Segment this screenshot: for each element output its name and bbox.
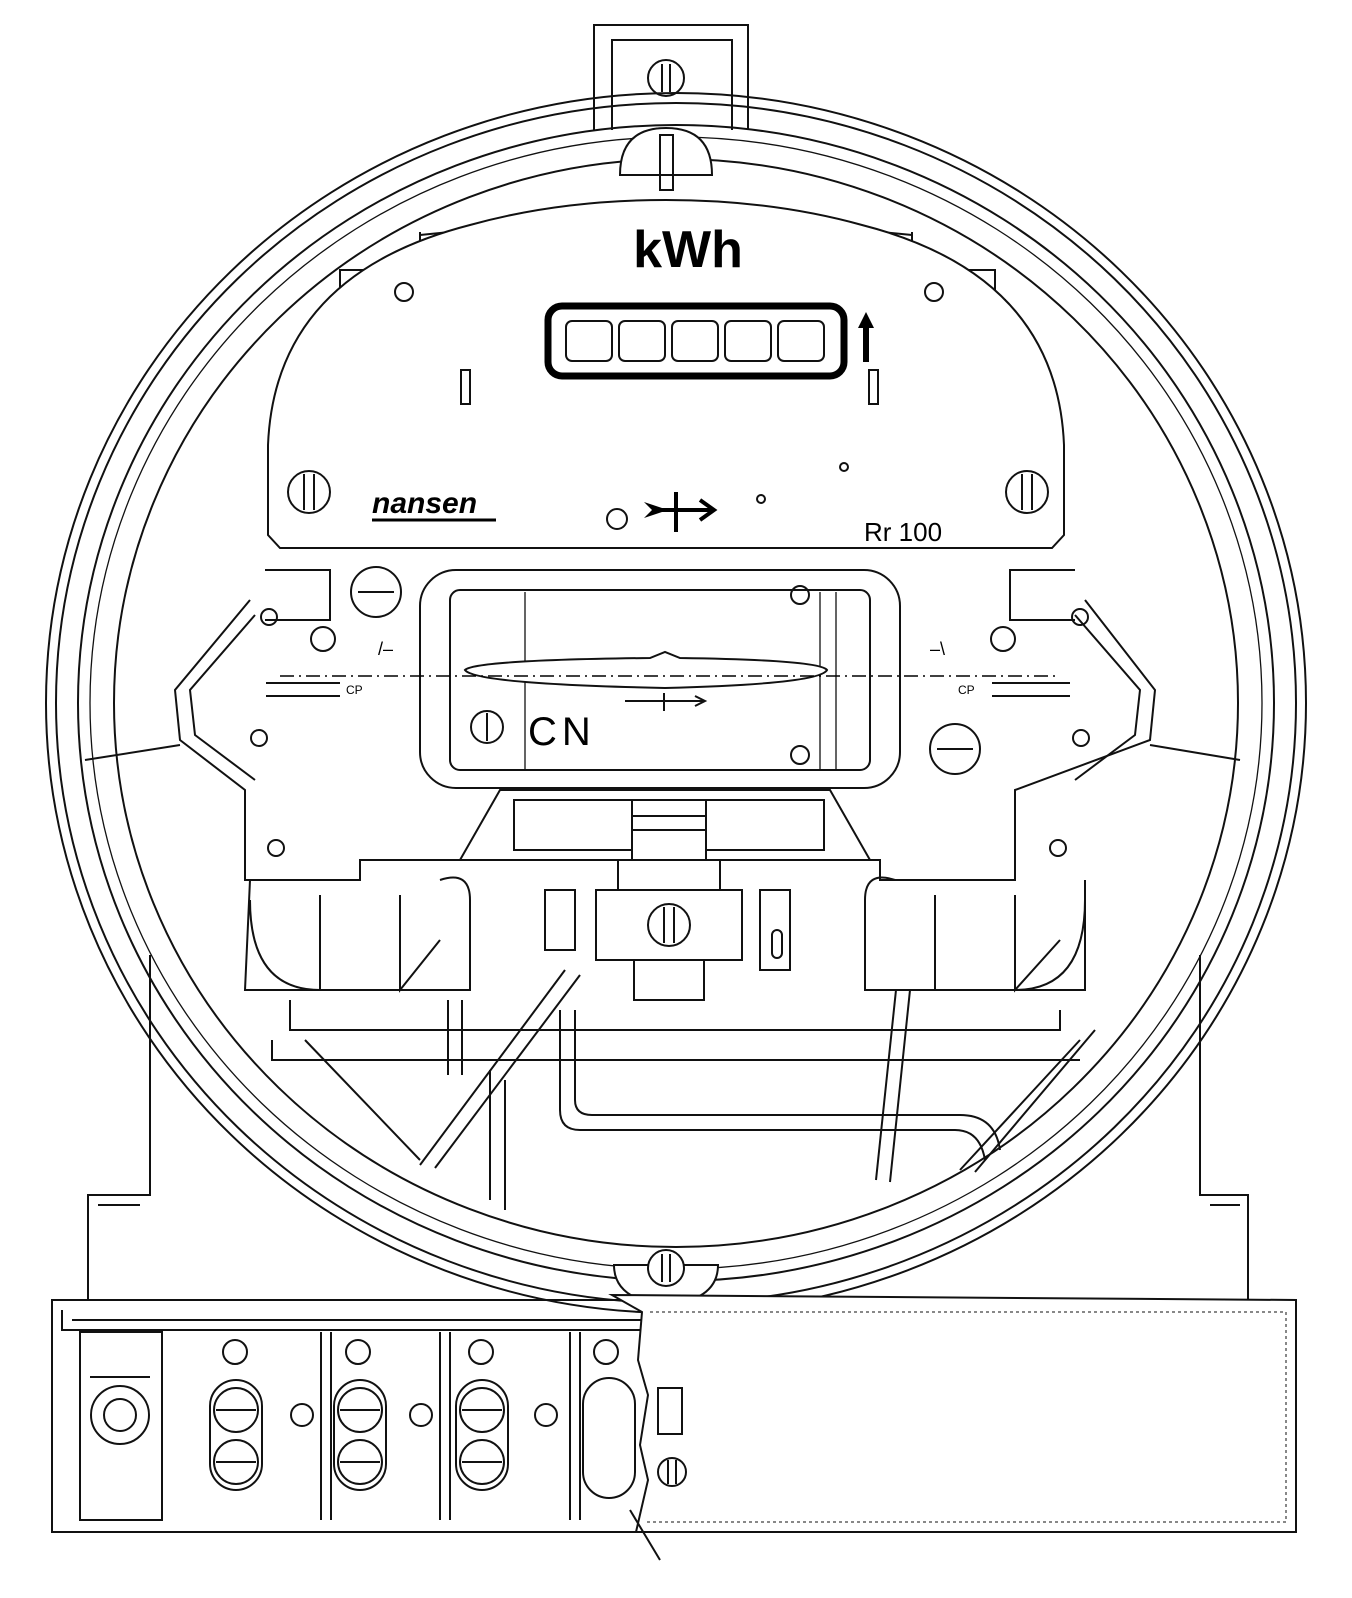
- meter-constant: Rr 100: [864, 517, 942, 547]
- top-ring-lug: [618, 126, 714, 191]
- terminal-2: [333, 1339, 433, 1491]
- terminal-1: [209, 1339, 314, 1491]
- rotor-mark: CN: [528, 710, 596, 754]
- up-arrow-icon: [858, 312, 874, 362]
- rotation-direction-icon: [644, 492, 718, 532]
- right-plate-screw: [1005, 470, 1049, 514]
- register-digit-4: [724, 320, 772, 362]
- terminal-4: [582, 1339, 636, 1499]
- nameplate: kWh nansen Rr 100: [267, 198, 1065, 549]
- unit-label: kWh: [633, 221, 743, 279]
- register-window: [544, 302, 848, 380]
- terminal-3: [455, 1339, 558, 1491]
- register-digit-1: [565, 320, 613, 362]
- meter-base: [87, 955, 1249, 1300]
- right-cp-label: CP: [958, 683, 975, 697]
- right-sign: –\: [930, 639, 945, 659]
- internal-wiring: [271, 969, 1096, 1210]
- top-mounting-tab: [593, 24, 749, 130]
- register-digit-5: [777, 320, 825, 362]
- rotor-assembly: CN CP CP /– –\: [250, 566, 1090, 857]
- left-plate-screw: [287, 470, 331, 514]
- brand-logo: nansen: [372, 487, 477, 520]
- terminal-block: [51, 1293, 1297, 1561]
- left-cp-label: CP: [346, 683, 363, 697]
- register-digits: [565, 320, 825, 362]
- register-digit-2: [618, 320, 666, 362]
- left-sign: /–: [378, 639, 393, 659]
- register-digit-3: [671, 320, 719, 362]
- lower-mechanism: [243, 789, 1086, 1001]
